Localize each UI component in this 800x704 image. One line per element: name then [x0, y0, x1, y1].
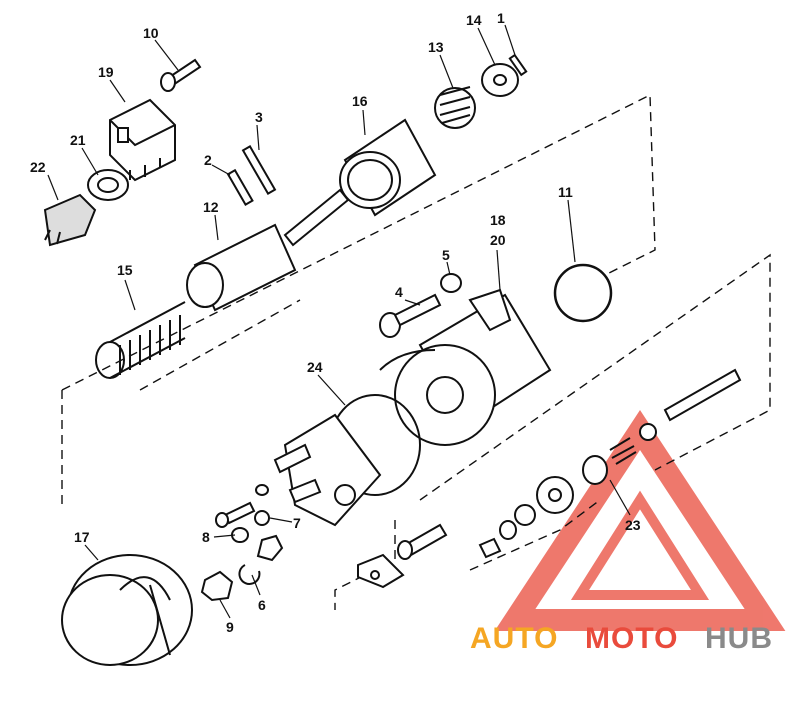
watermark-text: AUTO MOTO HUB	[470, 622, 773, 655]
part-16-sleeve	[339, 118, 437, 217]
part-21-washer	[87, 169, 129, 201]
part-11-o-ring	[553, 263, 613, 323]
callout-18: 18	[490, 212, 506, 228]
callout-6: 6	[258, 597, 266, 613]
callout-9: 9	[226, 619, 234, 635]
callout-2: 2	[204, 152, 212, 168]
parts-2-3-pins	[226, 144, 277, 206]
callout-14: 14	[466, 12, 482, 28]
watermark-part3: HUB	[705, 622, 773, 655]
assembly-dashed-lines	[61, 93, 771, 610]
part-10-screw	[160, 58, 202, 92]
callout-7: 7	[293, 515, 301, 531]
callout-13: 13	[428, 39, 444, 55]
terminal-bolt	[397, 523, 448, 560]
callout-17: 17	[74, 529, 90, 545]
part-9-nut	[200, 570, 234, 602]
watermark-part2: MOTO	[585, 622, 678, 655]
callout-20: 20	[490, 232, 506, 248]
callout-15: 15	[117, 262, 133, 278]
callout-11: 11	[558, 184, 573, 200]
callout-22: 22	[30, 159, 46, 175]
callout-19: 19	[98, 64, 114, 80]
part-19-relay	[109, 98, 176, 182]
callout-4: 4	[395, 284, 403, 300]
part-12-plunger	[186, 188, 350, 312]
part-4-bolt	[379, 293, 442, 338]
part-7-lock-nut	[256, 534, 284, 562]
part-14-washer	[481, 63, 519, 97]
part-13-spring	[434, 86, 476, 129]
part-23-drive-assembly	[478, 368, 742, 559]
callout-10: 10	[143, 25, 159, 41]
part-22-switch	[43, 193, 97, 247]
part-1-pin	[508, 53, 528, 77]
callout-23: 23	[625, 517, 641, 533]
callout-16: 16	[352, 93, 368, 109]
callout-labels: 10 14 1 13 19 16 3 21 2 22 11 12 18 20 5…	[30, 10, 641, 635]
callout-24: 24	[307, 359, 323, 375]
part-7-washers	[231, 484, 270, 543]
callout-12: 12	[203, 199, 219, 215]
leader-lines	[47, 24, 631, 619]
terminal-bracket	[357, 553, 405, 589]
callout-8: 8	[202, 529, 210, 545]
watermark-part1: AUTO	[470, 622, 558, 655]
part-15-spring	[95, 301, 186, 379]
callout-5: 5	[442, 247, 450, 263]
part-5-washer	[440, 273, 462, 293]
watermark-logo	[494, 409, 786, 631]
part-8-screw	[215, 501, 256, 528]
part-17-end-cover	[61, 554, 193, 666]
solenoid-end-frame	[273, 413, 382, 527]
callout-1: 1	[497, 10, 505, 26]
callout-21: 21	[70, 132, 86, 148]
part-6-lock-washer	[238, 564, 261, 585]
callout-3: 3	[255, 109, 263, 125]
part-18-20-housing	[379, 288, 552, 446]
